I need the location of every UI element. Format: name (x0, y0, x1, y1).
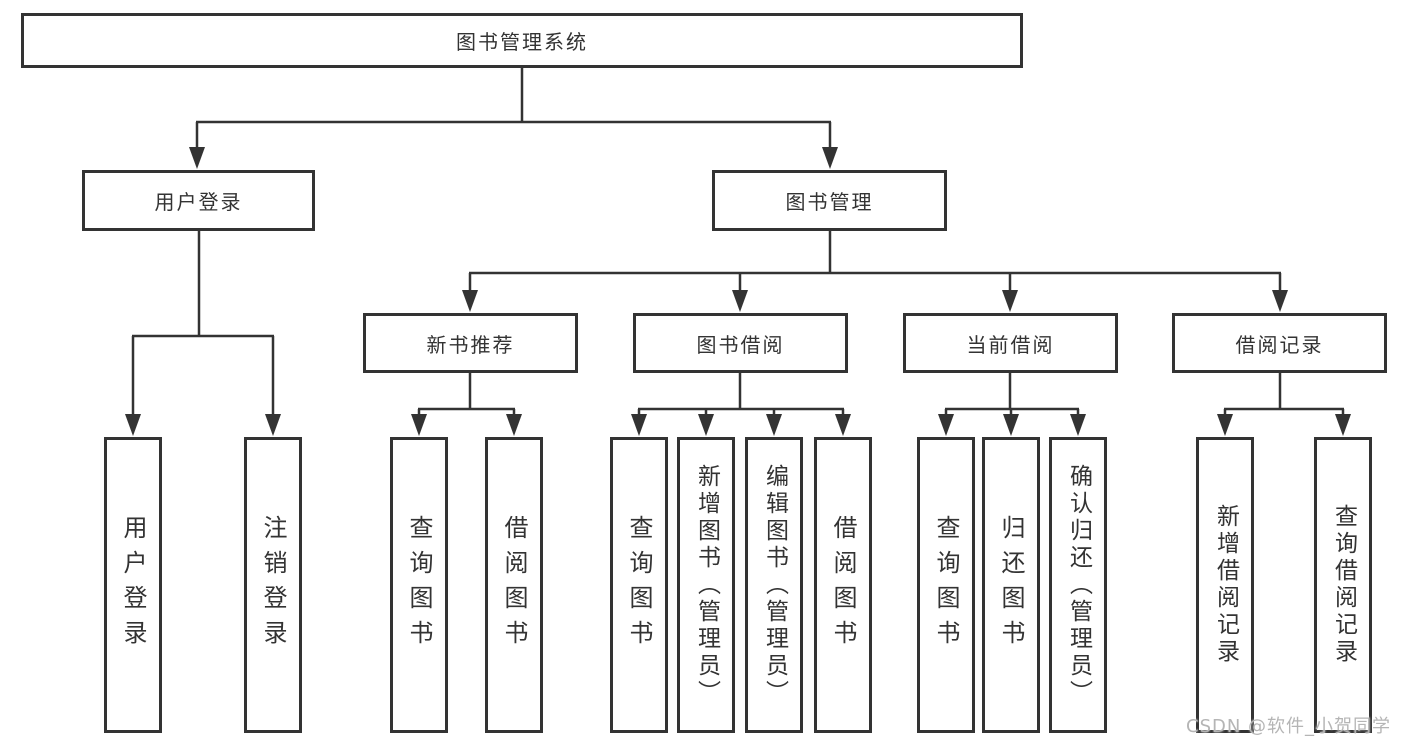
leaf-query-books-recommendation: 查询图书 (390, 437, 448, 733)
csdn-watermark: CSDN @软件_小贺同学 (1186, 716, 1392, 737)
node-label: 图书借阅 (696, 332, 785, 357)
leaf-label: 查询借阅记录 (1330, 504, 1357, 666)
arrow-to-user-login (189, 147, 205, 169)
arrow-to-leaf-logout (265, 414, 281, 436)
leaf-label: 归还图书 (997, 515, 1025, 655)
arrow-to-leaf-user-login (125, 414, 141, 436)
node-label: 图书管理系统 (456, 30, 588, 54)
node-label: 借阅记录 (1235, 332, 1324, 357)
leaf-label: 新增图书（管理员） (693, 463, 720, 707)
leaf-confirm-return-admin: 确认归还（管理员） (1049, 437, 1107, 733)
leaf-label: 查询图书 (625, 515, 653, 655)
arrow-to-book-management (822, 147, 838, 169)
connector-borrowing-records-to-leaves (1223, 373, 1345, 418)
leaf-borrow-books-recommendation: 借阅图书 (485, 437, 543, 733)
leaf-query-borrowing-record: 查询借阅记录 (1314, 437, 1372, 733)
leaf-label: 新增借阅记录 (1212, 504, 1239, 666)
connector-new-book-recommendation-to-leaves (417, 373, 516, 418)
node-new-book-recommendation: 新书推荐 (363, 313, 578, 373)
arrow-leaf (506, 414, 522, 436)
leaf-label: 编辑图书（管理员） (761, 463, 788, 707)
leaf-query-books-borrowing: 查询图书 (610, 437, 668, 733)
arrow-leaf (766, 414, 782, 436)
arrow-leaf (938, 414, 954, 436)
arrow-to-book-borrowing (732, 290, 748, 312)
arrow-leaf (1070, 414, 1086, 436)
node-label: 当前借阅 (966, 332, 1055, 357)
arrow-leaf (411, 414, 427, 436)
leaf-edit-books-admin: 编辑图书（管理员） (745, 437, 803, 733)
node-user-login: 用户登录 (82, 170, 315, 231)
connector-user-login-to-leaves (131, 231, 275, 416)
arrow-leaf (1003, 414, 1019, 436)
node-book-management: 图书管理 (712, 170, 947, 231)
node-borrowing-records: 借阅记录 (1172, 313, 1387, 373)
arrow-to-borrowing-records (1272, 290, 1288, 312)
arrow-to-current-borrowing (1002, 290, 1018, 312)
leaf-return-books: 归还图书 (982, 437, 1040, 733)
arrow-leaf (698, 414, 714, 436)
leaf-query-books-current: 查询图书 (917, 437, 975, 733)
connector-current-borrowing-to-leaves (944, 373, 1080, 418)
connector-root-to-level2 (195, 67, 832, 150)
leaf-label: 查询图书 (932, 515, 960, 655)
leaf-borrow-books: 借阅图书 (814, 437, 872, 733)
leaf-user-login: 用户登录 (104, 437, 162, 733)
node-label: 图书管理 (785, 190, 874, 214)
node-label: 用户登录 (154, 190, 243, 214)
connector-book-management-to-level3 (468, 231, 1282, 294)
arrow-leaf (1217, 414, 1233, 436)
arrow-leaf (631, 414, 647, 436)
root-node-book-management-system: 图书管理系统 (21, 13, 1023, 68)
leaf-label: 注销登录 (259, 515, 287, 655)
arrow-to-new-book-recommendation (462, 290, 478, 312)
leaf-label: 借阅图书 (500, 515, 528, 655)
leaf-add-books-admin: 新增图书（管理员） (677, 437, 735, 733)
leaf-label: 用户登录 (119, 515, 147, 655)
node-current-borrowing: 当前借阅 (903, 313, 1118, 373)
leaf-label: 确认归还（管理员） (1065, 463, 1092, 707)
leaf-label: 借阅图书 (829, 515, 857, 655)
node-label: 新书推荐 (426, 332, 515, 357)
leaf-logout: 注销登录 (244, 437, 302, 733)
leaf-label: 查询图书 (405, 515, 433, 655)
arrow-leaf (1335, 414, 1351, 436)
leaf-add-borrowing-record: 新增借阅记录 (1196, 437, 1254, 733)
connector-book-borrowing-to-leaves (637, 373, 845, 418)
node-book-borrowing: 图书借阅 (633, 313, 848, 373)
arrow-leaf (835, 414, 851, 436)
